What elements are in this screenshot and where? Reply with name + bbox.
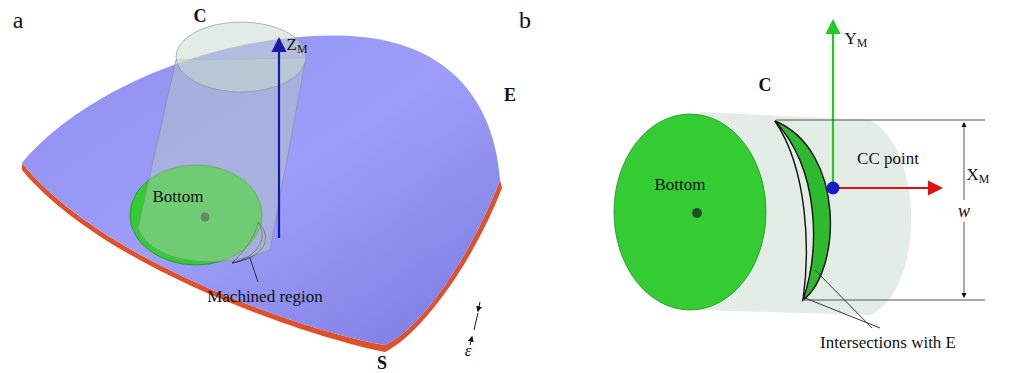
z-axis	[278, 40, 280, 238]
set-label: C	[194, 7, 207, 25]
part-label: Bottom	[152, 188, 203, 205]
part-label: Bottom	[654, 176, 705, 193]
epsilon-marker	[470, 302, 480, 345]
axis-label: ZM	[287, 36, 308, 56]
dimension-label: w	[958, 202, 970, 220]
set-label: C	[759, 76, 772, 94]
panel-letter: a	[13, 8, 24, 32]
set-label: E	[504, 86, 516, 104]
panel-letter: b	[519, 8, 531, 32]
leader-line	[805, 270, 880, 328]
cc-point-dot	[827, 182, 840, 195]
tool-cylinder	[138, 22, 306, 262]
part-label: Intersections with E	[820, 334, 956, 351]
y-axis	[832, 22, 834, 188]
set-label: S	[377, 354, 387, 372]
part-label: CC point	[857, 150, 919, 167]
tool-cylinder-side	[614, 112, 911, 315]
axis-label: YM	[845, 30, 868, 50]
width-dimension	[776, 120, 985, 300]
part-label: Machined region	[207, 288, 323, 305]
axis-label: XM	[967, 166, 990, 186]
leader-line	[250, 258, 258, 282]
x-axis	[833, 187, 940, 189]
symbol-label: ε	[465, 342, 472, 359]
